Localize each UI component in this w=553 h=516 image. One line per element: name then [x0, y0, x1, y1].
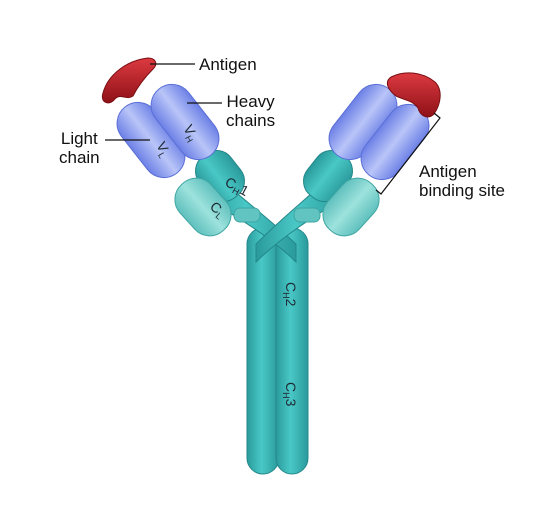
- ch2-suffix: 2: [283, 299, 299, 307]
- leader-lines: [105, 63, 441, 195]
- binding-site-label: Antigen binding site: [419, 162, 505, 200]
- antigen-right-shape: [386, 72, 441, 118]
- left-vh-domain: [150, 83, 220, 161]
- heavy-chain-stem: [246, 227, 309, 475]
- ch2-main: C: [283, 282, 299, 292]
- ch1-sub: H: [231, 185, 241, 197]
- cl-sub: L: [214, 211, 224, 222]
- heavy-chain-tail-left: [246, 227, 280, 475]
- heavy-chains-line-2: chains: [226, 111, 276, 130]
- left-variable-domains: [116, 83, 220, 179]
- light-chain-line-2: chain: [59, 148, 100, 167]
- light-chain-label: Light chain: [59, 129, 100, 167]
- antigen-label-text: Antigen: [199, 55, 257, 74]
- ch3-main: C: [283, 382, 299, 392]
- right-light-constant: [293, 177, 380, 237]
- ch3-suffix: 3: [283, 399, 299, 407]
- light-chain-line-1: Light: [60, 129, 98, 148]
- antigen-label: Antigen: [199, 55, 257, 74]
- heavy-chain-tail-right: [275, 227, 309, 475]
- vl-sub: L: [156, 151, 167, 160]
- antigen-left-shape: [101, 57, 157, 104]
- ch3-label: CH3: [281, 382, 299, 407]
- binding-site-line-1: Antigen: [419, 162, 477, 181]
- ch3-sub: H: [281, 392, 291, 399]
- vh-sub: H: [183, 134, 195, 144]
- heavy-chains-label: Heavy chains: [226, 92, 275, 130]
- ch2-label: CH2: [281, 282, 299, 307]
- heavy-chains-line-1: Heavy: [226, 92, 275, 111]
- binding-site-line-2: binding site: [419, 181, 506, 200]
- ch2-sub: H: [281, 292, 291, 299]
- left-light-constant: [174, 177, 261, 237]
